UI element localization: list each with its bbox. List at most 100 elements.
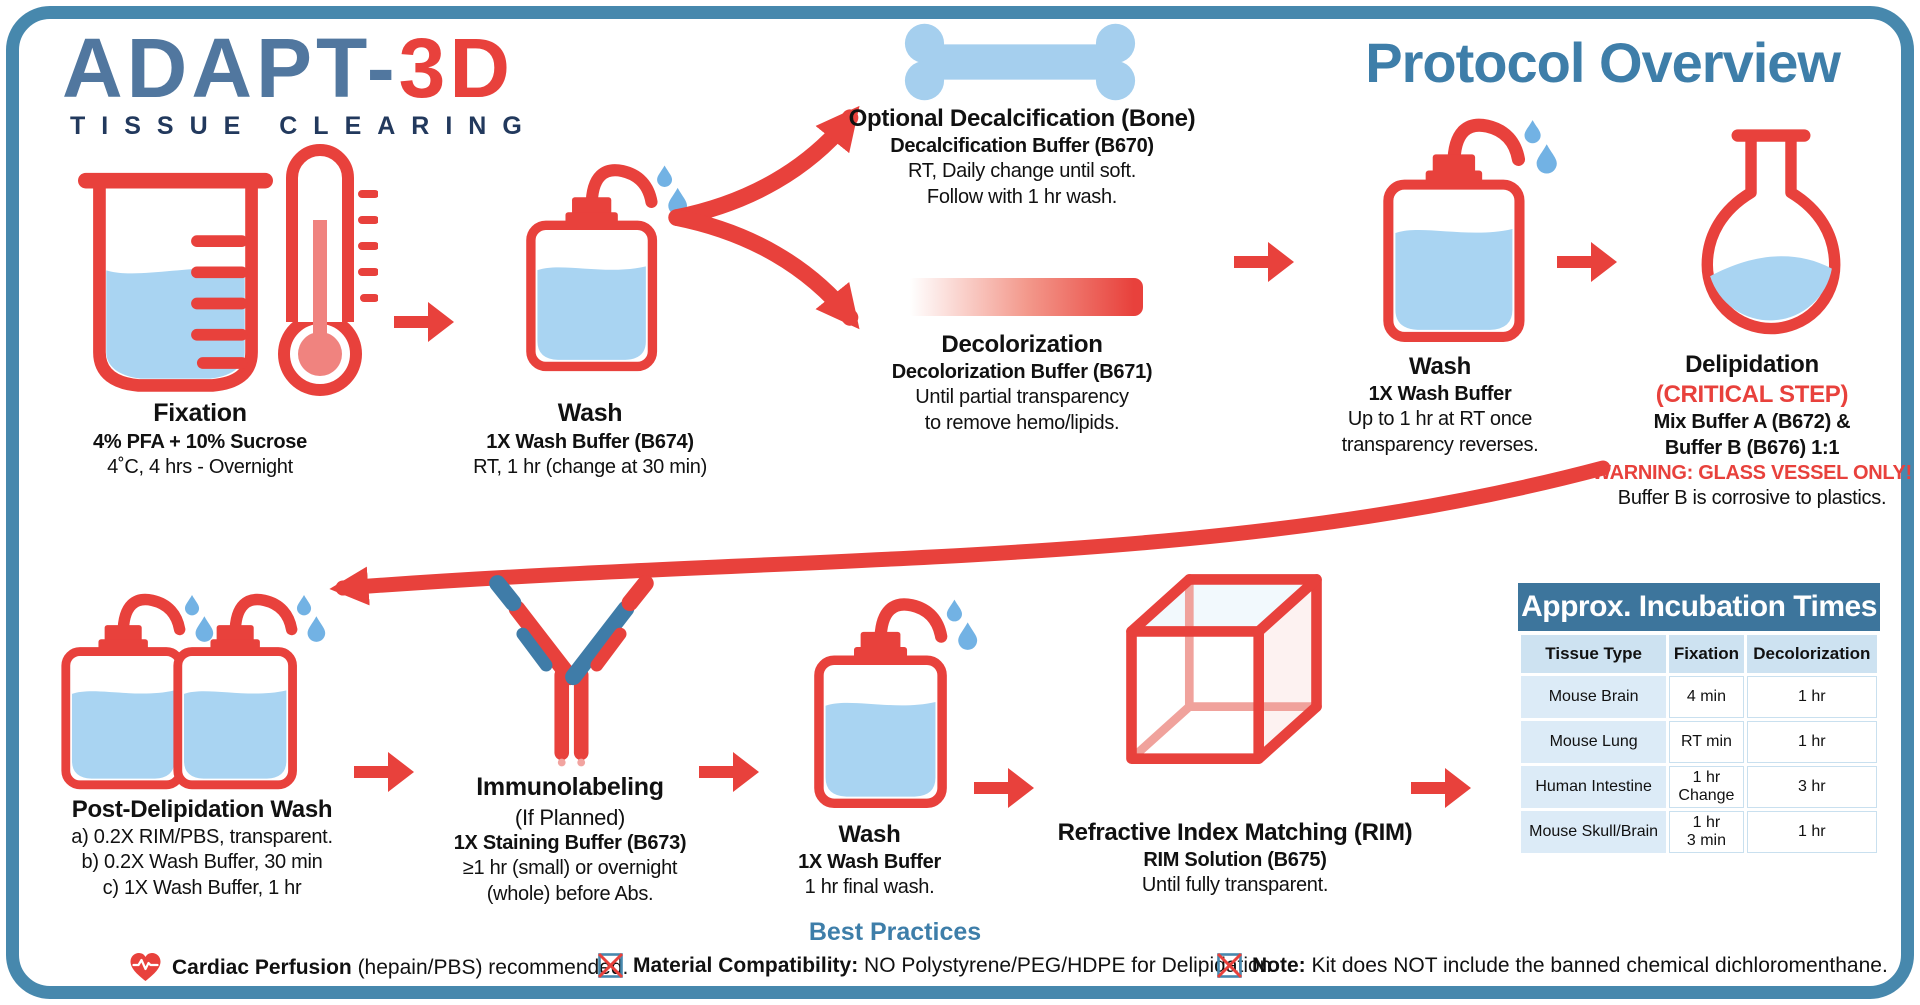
best-practices-title: Best Practices [808,918,982,946]
logo: ADAPT-3D [62,26,514,110]
step-immuno-buffer: 1X Staining Buffer (B673) [453,832,687,855]
col-header-decolorization: Decolorization [1746,635,1877,673]
table-row: Mouse Brain 4 min 1 hr [1521,676,1877,718]
incubation-table-title: Approx. Incubation Times [1518,583,1880,631]
step-decolorization-buffer: Decolorization Buffer (B671) [891,361,1153,384]
step-wash1-detail: RT, 1 hr (change at 30 min) [473,455,707,478]
fork-arrows-icon [668,105,860,330]
step-decalcification: Optional Decalcification (Bone) Decalcif… [822,104,1222,210]
wash-bottle-icon [800,592,980,810]
step-fixation-buffer: 4% PFA + 10% Sucrose [93,430,307,453]
step-rim-buffer: RIM Solution (B675) [1143,849,1327,872]
col-header-fixation: Fixation [1669,635,1744,673]
step-post-delip-c: c) 1X Wash Buffer, 1 hr [102,876,302,899]
col-header-tissue-type: Tissue Type [1521,635,1667,673]
step-wash1-title: Wash [557,399,623,427]
cell-fixation: 4 min [1669,676,1744,718]
arrow-right-icon [394,302,454,342]
arrow-right-icon [1411,768,1471,808]
cell-decolorization: 1 hr [1746,676,1877,718]
step-delipidation-detail: Buffer B is corrosive to plastics. [1617,487,1887,510]
step-post-delip-b: b) 0.2X Wash Buffer, 30 min [81,851,323,874]
page-title: Protocol Overview [1365,31,1841,94]
beaker-icon [78,172,273,392]
step-wash3-detail: 1 hr final wash. [804,876,935,899]
cell-decolorization: 1 hr [1746,721,1877,763]
cell-fixation: 1 hr Change [1669,766,1744,808]
bp-note: Note: Kit does NOT include the banned ch… [1216,952,1888,979]
bone-icon [904,23,1136,101]
cell-tissue: Human Intestine [1521,766,1667,808]
arrow-right-icon [699,752,759,792]
wash-bottle-icon [160,588,328,791]
step-decolorization: Decolorization Decolorization Buffer (B6… [822,330,1222,436]
crossed-box-icon [597,952,624,979]
cell-fixation: 1 hr 3 min [1669,811,1744,853]
step-rim-detail: Until fully transparent. [1141,874,1329,897]
step-delipidation-critical: (CRITICAL STEP) [1655,381,1849,409]
step-immuno-detail1: ≥1 hr (small) or overnight [462,857,678,880]
step-delipidation-mix1: Mix Buffer A (B672) & [1653,411,1851,434]
heart-ecg-icon [130,953,161,981]
step-rim-title: Refractive Index Matching (RIM) [1057,819,1413,846]
cell-fixation: RT min [1669,721,1744,763]
step-wash2-buffer: 1X Wash Buffer [1368,383,1512,406]
step-immuno-title: Immunolabeling [476,773,664,801]
thermometer-icon [278,144,378,396]
step-immuno-subtitle: (If Planned) [514,804,626,830]
cell-decolorization: 3 hr [1746,766,1877,808]
cell-tissue: Mouse Brain [1521,676,1667,718]
arrow-right-icon [974,768,1034,808]
step-delipidation-warning: WARNING: GLASS VESSEL ONLY! [1592,461,1912,484]
antibody-icon [489,575,654,767]
incubation-times-table: Approx. Incubation Times Tissue Type Fix… [1518,583,1880,856]
crossed-box-icon [1216,952,1243,979]
step-decalcification-buffer: Decalcification Buffer (B670) [890,135,1154,158]
cell-decolorization: 1 hr [1746,811,1877,853]
gradient-bar [905,278,1143,316]
bp-material-compatibility: Material Compatibility: NO Polystyrene/P… [597,952,1277,979]
step-wash1: Wash 1X Wash Buffer (B674) RT, 1 hr (cha… [415,398,765,480]
flask-icon [1701,129,1841,335]
bp-material-text: Material Compatibility: NO Polystyrene/P… [633,953,1278,977]
sweep-arrow-icon [329,460,1611,606]
step-decalcification-detail1: RT, Daily change until soft. [907,160,1137,183]
bp-cardiac-perfusion: Cardiac Perfusion (hepain/PBS) recommend… [128,952,628,983]
step-decalcification-title: Optional Decalcification (Bone) [848,105,1196,132]
logo-text-3d: 3D [398,21,515,115]
step-fixation-title: Fixation [153,399,247,427]
step-rim: Refractive Index Matching (RIM) RIM Solu… [1040,818,1430,899]
step-post-delipidation-wash: Post-Delipidation Wash a) 0.2X RIM/PBS, … [22,795,382,901]
step-wash2: Wash 1X Wash Buffer Up to 1 hr at RT onc… [1285,352,1595,458]
step-delipidation: Delipidation (CRITICAL STEP) Mix Buffer … [1592,350,1912,511]
step-immuno-detail2: (whole) before Abs. [486,882,654,905]
step-immunolabeling: Immunolabeling (If Planned) 1X Staining … [405,772,735,907]
step-post-delip-a: a) 0.2X RIM/PBS, transparent. [71,826,333,849]
step-fixation-detail: 4˚C, 4 hrs - Overnight [107,455,293,478]
step-wash2-detail2: transparency reverses. [1341,433,1539,456]
step-post-delip-title: Post-Delipidation Wash [71,796,333,823]
step-wash3: Wash 1X Wash Buffer 1 hr final wash. [752,820,987,901]
step-wash1-buffer: 1X Wash Buffer (B674) [486,430,694,453]
logo-text-adapt: ADAPT- [62,21,399,115]
table-row: Mouse Lung RT min 1 hr [1521,721,1877,763]
table-row: Mouse Skull/Brain 1 hr 3 min 1 hr [1521,811,1877,853]
cell-tissue: Mouse Lung [1521,721,1667,763]
step-delipidation-title: Delipidation [1685,351,1819,378]
step-wash2-detail1: Up to 1 hr at RT once [1347,408,1533,431]
arrow-right-icon [1557,242,1617,282]
step-decolorization-detail2: to remove hemo/lipids. [924,411,1120,434]
step-wash2-title: Wash [1409,353,1471,380]
logo-subtitle: TISSUE CLEARING [70,112,538,140]
arrow-right-icon [1234,242,1294,282]
step-decolorization-detail1: Until partial transparency [915,386,1129,409]
bp-cardiac-text: Cardiac Perfusion (hepain/PBS) recommend… [172,955,629,979]
step-decolorization-title: Decolorization [941,331,1103,358]
step-decalcification-detail2: Follow with 1 hr wash. [926,185,1118,208]
cube-icon [1126,574,1322,764]
step-fixation: Fixation 4% PFA + 10% Sucrose 4˚C, 4 hrs… [25,398,375,480]
table-row: Human Intestine 1 hr Change 3 hr [1521,766,1877,808]
step-wash3-title: Wash [838,821,901,848]
bp-note-text: Note: Kit does NOT include the banned ch… [1252,953,1888,977]
